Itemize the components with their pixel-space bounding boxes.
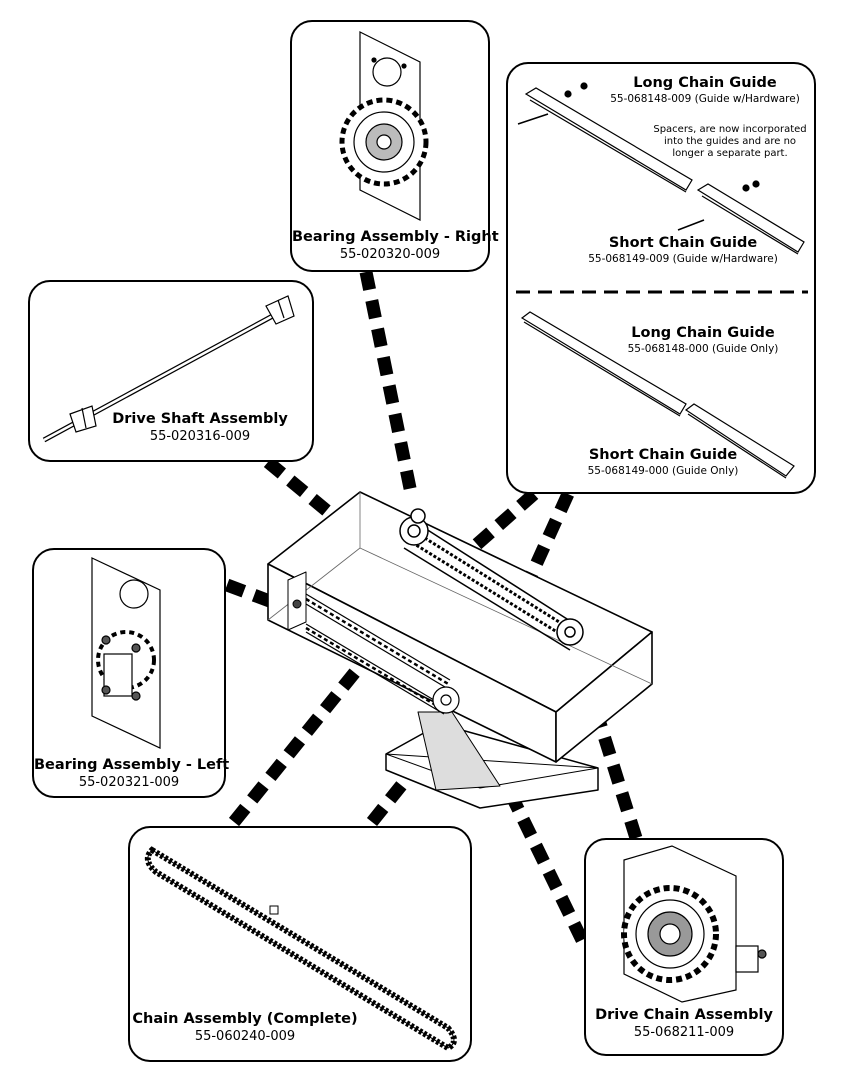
short-guide-hw-title: Short Chain Guide	[608, 235, 758, 251]
drive-chain-part-number: 55-068211-009	[633, 1025, 735, 1040]
drive-chain-illustration	[621, 845, 767, 1003]
bearing-right-illustration	[339, 31, 429, 221]
drive-shaft-illustration	[42, 295, 295, 443]
chain-part-number: 55-060240-009	[194, 1029, 296, 1044]
leader-long-guide	[427, 489, 539, 589]
callout-drive-shaft: Drive Shaft Assembly 55-020316-009	[28, 280, 314, 462]
chain-guides-illustration	[516, 82, 808, 479]
short-guide-only-title: Short Chain Guide	[588, 447, 738, 463]
long-guide-hw-part-number: 55-068148-009 (Guide w/Hardware)	[610, 93, 800, 105]
spacer-note-line-3: longer a separate part.	[672, 148, 788, 159]
drive-chain-title: Drive Chain Assembly	[595, 1007, 773, 1023]
long-guide-hw-title: Long Chain Guide	[633, 75, 777, 91]
short-guide-only-part-number: 55-068149-000 (Guide Only)	[587, 465, 739, 477]
callout-chain-assembly: Chain Assembly (Complete) 55-060240-009	[128, 826, 472, 1062]
callout-drive-chain: Drive Chain Assembly 55-068211-009	[584, 838, 784, 1056]
leader-bearing-left	[224, 578, 291, 615]
leader-bearing-right	[359, 270, 419, 500]
spacer-note-line-2: into the guides and are no	[663, 136, 797, 147]
callout-bearing-left: Bearing Assembly - Left 55-020321-009	[32, 548, 230, 798]
callout-bearing-right: Bearing Assembly - Right 55-020320-009	[290, 20, 499, 272]
spacer-note-line-1: Spacers, are now incorporated	[653, 124, 807, 135]
bearing-right-title: Bearing Assembly - Right	[292, 229, 499, 245]
bearing-left-title: Bearing Assembly - Left	[34, 757, 230, 773]
long-guide-only-part-number: 55-068148-000 (Guide Only)	[627, 343, 779, 355]
chain-title: Chain Assembly (Complete)	[132, 1011, 358, 1027]
bearing-right-part-number: 55-020320-009	[339, 247, 441, 262]
callout-chain-guides: Long Chain Guide 55-068148-009 (Guide w/…	[506, 62, 816, 494]
bearing-left-illustration	[91, 557, 161, 749]
bearing-left-part-number: 55-020321-009	[78, 775, 180, 790]
short-guide-hw-part-number: 55-068149-009 (Guide w/Hardware)	[588, 253, 778, 265]
conveyor-housing	[267, 491, 653, 809]
chain-illustration	[144, 846, 457, 1052]
drive-shaft-title: Drive Shaft Assembly	[112, 411, 288, 427]
leader-short-guide	[524, 491, 574, 581]
spacer-note: Spacers, are now incorporated into the g…	[648, 124, 812, 160]
long-guide-only-title: Long Chain Guide	[631, 325, 775, 341]
drive-shaft-part-number: 55-020316-009	[149, 429, 251, 444]
leader-drive-chain-2	[567, 638, 643, 840]
